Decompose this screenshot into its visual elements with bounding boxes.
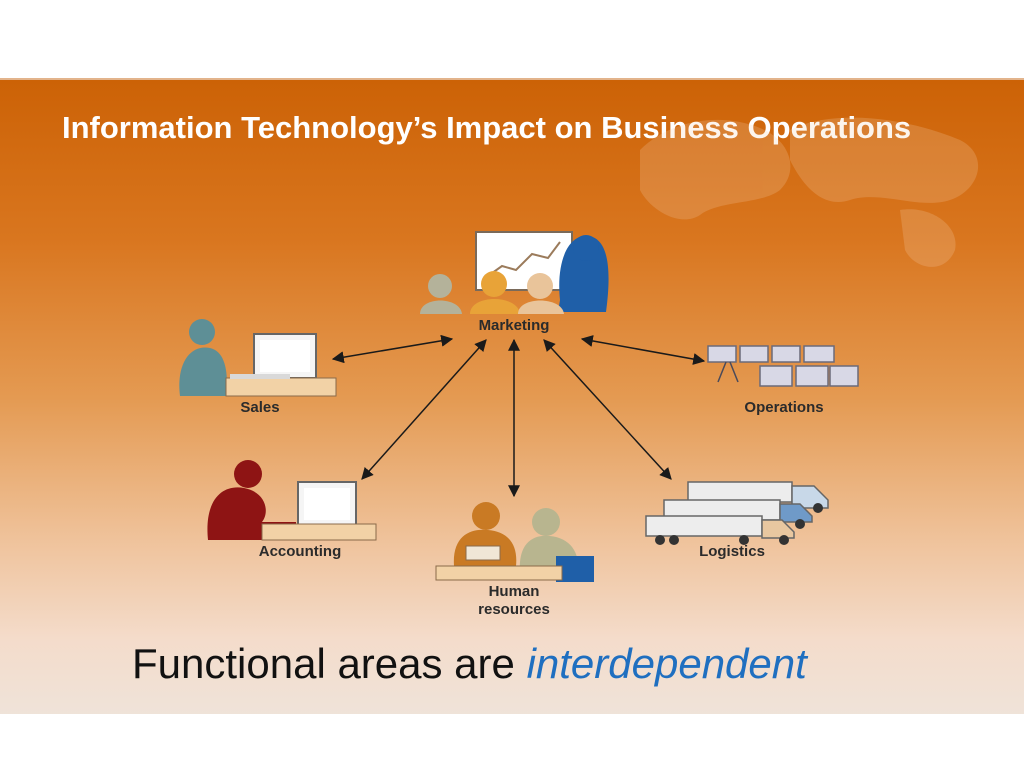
operations-node: Operations <box>707 345 859 416</box>
slide-subtitle: Functional areas are interdependent <box>132 640 807 688</box>
marketing-node: Marketing <box>420 231 609 334</box>
human-resources-label-line2: resources <box>478 601 550 618</box>
subtitle-emphasis-text: interdependent <box>526 640 807 687</box>
accounting-node: Accounting <box>207 460 377 560</box>
slide-title: Information Technology’s Impact on Busin… <box>62 110 912 145</box>
trucks-icon <box>645 481 829 545</box>
factory-machinery-icon <box>707 345 859 387</box>
human-resources-label-line1: Human <box>489 583 540 600</box>
top-band <box>0 0 1024 78</box>
connection-arrows <box>331 334 706 498</box>
arrow-marketing-logistics <box>543 339 672 480</box>
presentation-board-icon <box>420 231 609 314</box>
arrow-marketing-sales <box>331 334 454 364</box>
logistics-label: Logistics <box>699 543 765 560</box>
arrow-marketing-operations <box>580 335 706 365</box>
accounting-label: Accounting <box>259 543 342 560</box>
human-resources-node: Human resources <box>435 502 594 618</box>
bottom-band <box>0 714 1024 768</box>
sales-label: Sales <box>240 399 279 416</box>
logistics-node: Logistics <box>645 481 829 560</box>
world-map-watermark <box>640 117 979 267</box>
subtitle-plain-text: Functional areas are <box>132 640 515 687</box>
marketing-label: Marketing <box>479 317 550 334</box>
sales-node: Sales <box>179 319 337 416</box>
hr-meeting-icon <box>435 502 594 582</box>
operations-label: Operations <box>744 399 823 416</box>
sales-person-at-computer-icon <box>179 319 337 397</box>
accountant-at-computer-icon <box>207 460 377 541</box>
arrow-marketing-accounting <box>361 339 487 480</box>
